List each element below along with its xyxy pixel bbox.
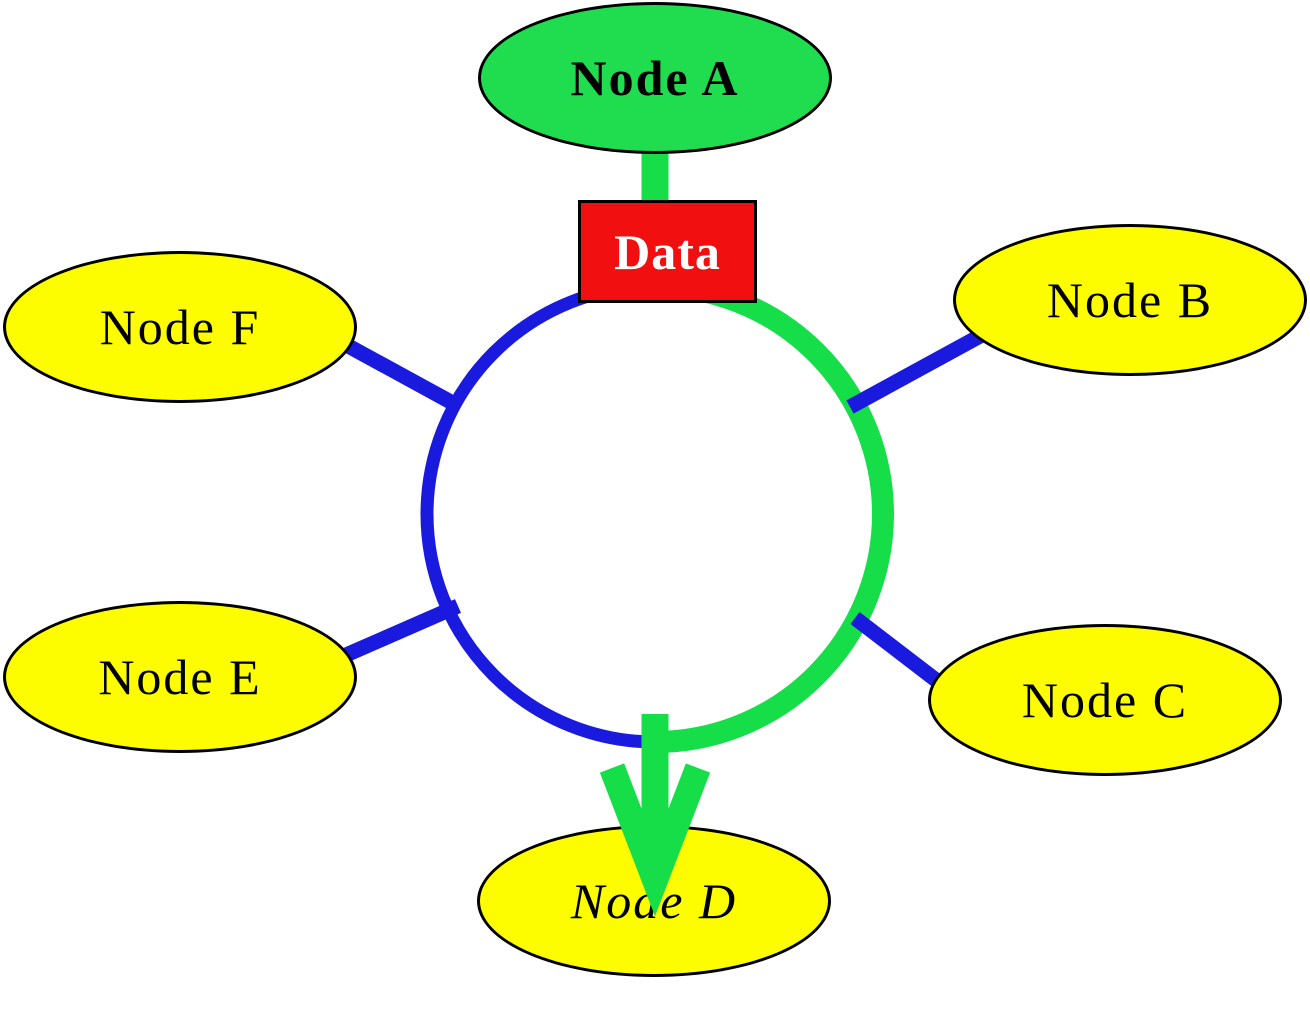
node-e-ellipse: Node E bbox=[3, 601, 357, 753]
node-d-ellipse: Node D bbox=[477, 825, 831, 977]
ring-circle bbox=[420, 279, 890, 749]
node-b-label: Node B bbox=[1046, 272, 1214, 328]
node-b-ellipse: Node B bbox=[953, 224, 1307, 376]
node-f-ellipse: Node F bbox=[3, 251, 357, 403]
node-c-ellipse: Node C bbox=[928, 624, 1282, 776]
data-box-label: Data bbox=[614, 223, 721, 280]
flow-arc bbox=[654, 275, 894, 753]
node-a-ellipse: Node A bbox=[478, 2, 832, 154]
node-c-label: Node C bbox=[1021, 672, 1189, 728]
node-e-label: Node E bbox=[98, 649, 262, 705]
connector-node-b bbox=[846, 329, 984, 414]
node-f-label: Node F bbox=[99, 299, 261, 355]
data-box: Data bbox=[578, 200, 757, 303]
node-d-label: Node D bbox=[570, 873, 738, 929]
connector-node-e bbox=[326, 599, 462, 669]
node-a-label: Node A bbox=[570, 50, 740, 106]
